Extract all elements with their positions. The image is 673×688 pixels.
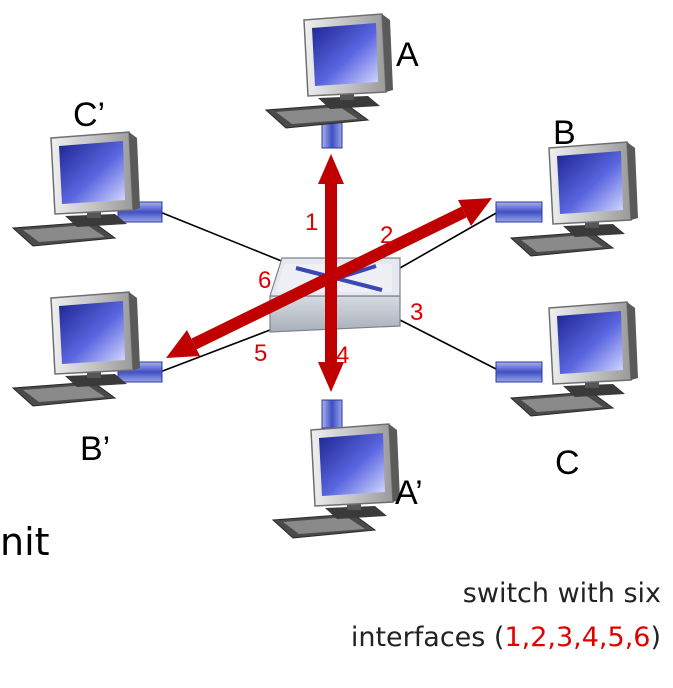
host-label-b: B bbox=[553, 114, 576, 152]
port-label-1: 1 bbox=[305, 209, 318, 236]
ethernet-connector-icon bbox=[321, 399, 343, 429]
link-c-prime bbox=[159, 211, 285, 263]
caption-text: switch with six bbox=[462, 578, 661, 609]
caption-prefix: interfaces ( bbox=[350, 622, 505, 653]
arrow-b-to-b-prime bbox=[191, 206, 467, 350]
desktop-computer-icon bbox=[12, 291, 141, 407]
link-c bbox=[399, 319, 499, 371]
desktop-computer-icon bbox=[272, 423, 401, 539]
port-label-4: 4 bbox=[336, 342, 349, 369]
ethernet-connector-icon bbox=[495, 361, 543, 383]
host-label-b-prime: B’ bbox=[80, 430, 110, 468]
port-label-5: 5 bbox=[254, 340, 267, 367]
desktop-computer-icon bbox=[510, 141, 639, 257]
caption-port-list: 1,2,3,4,5,6 bbox=[504, 622, 651, 653]
desktop-computer-icon bbox=[510, 301, 639, 417]
port-label-2: 2 bbox=[380, 222, 393, 249]
host-labels: A B C A’ B’ C’ bbox=[73, 36, 580, 512]
desktop-computer-icon bbox=[12, 131, 141, 247]
caption-suffix: ) bbox=[650, 622, 661, 653]
caption-line-1: switch with six bbox=[463, 578, 661, 609]
traffic-arrows bbox=[166, 154, 492, 392]
port-label-3: 3 bbox=[410, 299, 423, 326]
host-label-a-prime: A’ bbox=[395, 474, 423, 512]
links bbox=[159, 211, 499, 373]
link-b bbox=[399, 211, 499, 269]
port-labels: 1 2 3 4 5 6 bbox=[254, 209, 423, 369]
caption-line-2: interfaces (1,2,3,4,5,6) bbox=[351, 622, 661, 653]
desktop-computer-icon bbox=[265, 13, 394, 129]
host-label-a: A bbox=[396, 36, 419, 74]
host-label-c-prime: C’ bbox=[73, 96, 105, 134]
host-label-c: C bbox=[555, 444, 580, 482]
port-label-6: 6 bbox=[258, 267, 271, 294]
ethernet-connector-icon bbox=[495, 201, 543, 223]
link-b-prime bbox=[159, 329, 271, 373]
cropped-text-fragment: nit bbox=[0, 520, 50, 564]
